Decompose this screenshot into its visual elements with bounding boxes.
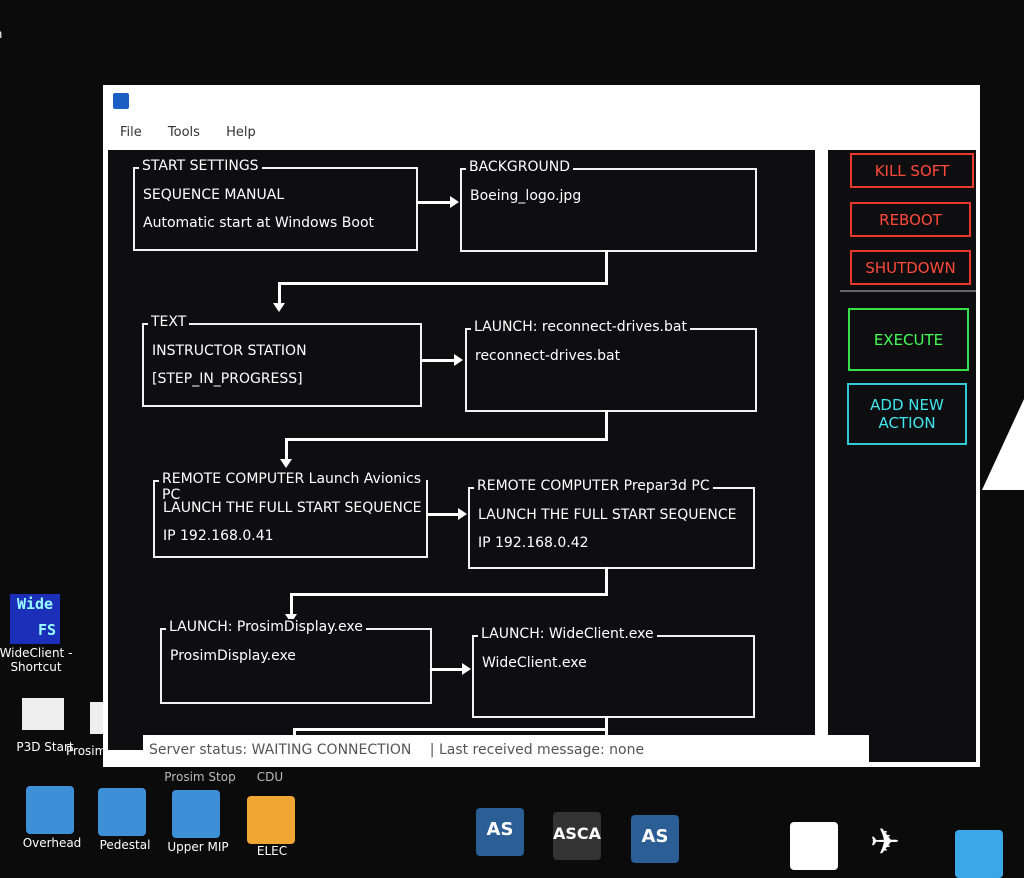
elec-icon[interactable]	[247, 796, 295, 844]
node-background[interactable]: BACKGROUND Boeing_logo.jpg	[460, 159, 757, 252]
menu-help[interactable]: Help	[226, 125, 256, 140]
node-line: LAUNCH THE FULL START SEQUENCE	[163, 500, 422, 516]
node-caption: LAUNCH: ProsimDisplay.exe	[166, 619, 366, 635]
arrow-right-icon	[458, 508, 467, 520]
node-line: IP 192.168.0.42	[478, 535, 589, 551]
background-shape	[982, 360, 1024, 490]
asca-app-icon[interactable]: ASCA	[553, 812, 601, 860]
connector	[426, 513, 459, 516]
connector	[420, 359, 455, 362]
navigation-app-icon[interactable]	[790, 822, 838, 870]
kill-soft-button[interactable]: KILL SOFT	[850, 153, 974, 188]
desktop-icon-label[interactable]: ELEC	[256, 844, 288, 858]
fs-glyph: FS	[37, 621, 56, 639]
desktop-icon-label[interactable]: WideClient - Shortcut	[0, 646, 73, 674]
add-new-action-button[interactable]: ADD NEW ACTION	[847, 383, 967, 445]
recycle-bin-label[interactable]: e Bin	[0, 27, 52, 41]
arrow-right-icon	[462, 663, 471, 675]
connector	[285, 438, 288, 460]
shutdown-button[interactable]: SHUTDOWN	[850, 250, 971, 285]
arrow-right-icon	[450, 196, 459, 208]
desktop-icon-label[interactable]: Prosim Stop	[164, 770, 236, 784]
arrow-right-icon	[454, 354, 463, 366]
arrow-down-icon	[280, 459, 292, 468]
overhead-icon[interactable]	[26, 786, 74, 834]
connector	[293, 728, 608, 731]
node-launch-prosimdisplay[interactable]: LAUNCH: ProsimDisplay.exe ProsimDisplay.…	[160, 619, 432, 704]
status-bar: Server status: WAITING CONNECTION | Last…	[143, 735, 869, 765]
connector	[285, 438, 608, 441]
node-caption: REMOTE COMPUTER Launch Avionics PC	[159, 471, 426, 503]
wide-glyph: Wide	[16, 595, 54, 613]
connector	[290, 593, 293, 615]
node-start-settings[interactable]: START SETTINGS SEQUENCE MANUAL Automatic…	[133, 158, 418, 251]
desktop-icon-label[interactable]: CDU	[256, 770, 284, 784]
node-remote-prepar3d-pc[interactable]: REMOTE COMPUTER Prepar3d PC LAUNCH THE F…	[468, 478, 755, 569]
connector	[430, 668, 463, 671]
p3d-start-icon[interactable]	[22, 698, 64, 730]
node-remote-avionics-pc[interactable]: REMOTE COMPUTER Launch Avionics PC LAUNC…	[153, 471, 428, 558]
node-launch-reconnect-drives[interactable]: LAUNCH: reconnect-drives.bat reconnect-d…	[465, 319, 757, 412]
connector	[605, 250, 608, 284]
arrow-down-icon	[285, 614, 297, 623]
reboot-button[interactable]: REBOOT	[850, 202, 971, 237]
node-caption: BACKGROUND	[466, 159, 573, 175]
connector	[416, 201, 451, 204]
node-line: reconnect-drives.bat	[475, 348, 621, 364]
connector	[605, 410, 608, 440]
connector	[290, 593, 608, 596]
node-caption: START SETTINGS	[139, 158, 262, 174]
connector	[605, 567, 608, 595]
node-line: LAUNCH THE FULL START SEQUENCE	[478, 507, 737, 523]
sequence-canvas: START SETTINGS SEQUENCE MANUAL Automatic…	[108, 150, 815, 750]
node-caption: LAUNCH: WideClient.exe	[478, 626, 657, 642]
node-line: WideClient.exe	[482, 655, 587, 671]
node-line: Automatic start at Windows Boot	[143, 215, 374, 231]
node-caption: TEXT	[148, 314, 190, 330]
menu-tools[interactable]: Tools	[167, 125, 200, 140]
node-launch-wideclient[interactable]: LAUNCH: WideClient.exe WideClient.exe	[472, 626, 755, 718]
node-line: INSTRUCTOR STATION	[152, 343, 307, 359]
sequence-editor-window: File Tools Help START SETTINGS SEQUENCE …	[103, 85, 980, 767]
as-app-icon[interactable]: AS	[476, 808, 524, 856]
node-text[interactable]: TEXT INSTRUCTOR STATION [STEP_IN_PROGRES…	[142, 314, 422, 407]
menu-bar: File Tools Help	[120, 125, 278, 140]
desktop-icon-label[interactable]: Upper MIP	[167, 840, 229, 854]
pedestal-icon[interactable]	[98, 788, 146, 836]
node-line: ProsimDisplay.exe	[170, 648, 296, 664]
desktop-icon-label[interactable]: P3D Start	[16, 740, 74, 754]
execute-button[interactable]: EXECUTE	[848, 308, 969, 371]
node-line: Boeing_logo.jpg	[470, 188, 582, 204]
last-received-message: | Last received message: none	[429, 742, 645, 758]
connector	[278, 282, 281, 304]
desktop-icon-label[interactable]: Overhead	[22, 836, 82, 850]
node-caption: REMOTE COMPUTER Prepar3d PC	[474, 478, 713, 494]
upper-mip-icon[interactable]	[172, 790, 220, 838]
app-icon	[113, 93, 129, 109]
node-line: SEQUENCE MANUAL	[143, 187, 285, 203]
desktop-icon-label[interactable]: Pedestal	[99, 838, 151, 852]
action-panel: KILL SOFT REBOOT SHUTDOWN EXECUTE ADD NE…	[828, 150, 976, 762]
as-app-icon-2[interactable]: AS	[631, 815, 679, 863]
arrow-down-icon	[273, 303, 285, 312]
node-caption: LAUNCH: reconnect-drives.bat	[471, 319, 690, 335]
node-line: IP 192.168.0.41	[163, 528, 274, 544]
connector	[278, 282, 608, 285]
app-icon[interactable]	[955, 830, 1003, 878]
menu-file[interactable]: File	[120, 125, 142, 140]
server-status: Server status: WAITING CONNECTION	[149, 742, 412, 758]
airplane-icon[interactable]: ✈	[870, 822, 901, 863]
title-bar[interactable]	[103, 85, 980, 121]
divider	[840, 290, 976, 292]
node-line: [STEP_IN_PROGRESS]	[152, 371, 303, 387]
